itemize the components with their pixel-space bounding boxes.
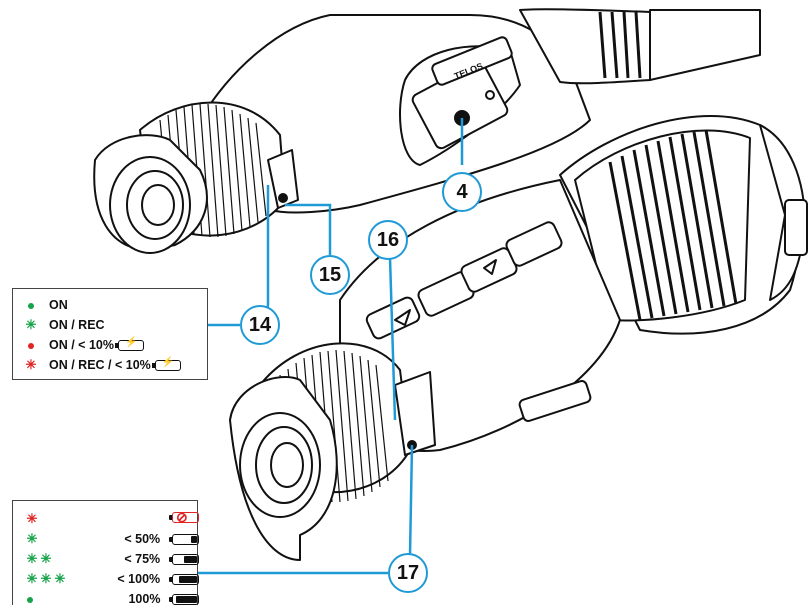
battery-row: ✳ < 50% [13,529,199,549]
battery-row: ✳✳✳ < 100% [13,569,199,589]
battery-row: 100% [13,589,199,609]
green-flash-icon: ✳ [54,571,66,586]
status-row: ✳ ON / REC / < 10% ⚡ [13,355,181,375]
green-flash-icon: ✳ [26,551,38,566]
callout-14: 14 [240,305,280,345]
status-label: ON / REC [49,318,105,332]
callout-4: 4 [442,172,482,212]
battery-label: 100% [128,592,161,606]
green-dot-icon [28,303,34,309]
status-label: ON / REC / < 10% [49,358,151,372]
battery-legend: ✳ ⊘ ✳ < 50% ✳✳ < 75% ✳✳✳ < 100% 100% [12,500,199,606]
upper-device: TELOS [93,8,761,254]
status-legend: ON ✳ ON / REC ON / < 10% ⚡ ✳ ON / REC / … [12,288,208,380]
status-row: ON / < 10% ⚡ [13,335,144,355]
battery-empty-crossed-icon: ⊘ [169,509,199,526]
green-flash-icon: ✳ [25,317,37,332]
green-dot-icon [27,597,33,603]
battery-label: < 50% [124,532,161,546]
battery-row: ✳ ⊘ [13,509,199,529]
battery-charging-icon: ⚡ [114,337,144,351]
red-flash-icon: ✳ [25,357,37,372]
green-flash-icon: ✳ [26,571,38,586]
battery-row: ✳✳ < 75% [13,549,199,569]
status-label: ON / < 10% [49,338,114,352]
red-flash-icon: ✳ [26,511,38,526]
status-row: ✳ ON / REC [13,315,105,335]
battery-charging-icon: ⚡ [151,357,181,371]
status-label: ON [49,298,68,312]
green-flash-icon: ✳ [40,571,52,586]
battery-icon [169,533,199,545]
red-dot-icon [28,343,34,349]
battery-label: < 75% [124,552,161,566]
status-row: ON [13,295,68,315]
callout-16: 16 [368,220,408,260]
lower-device [229,114,808,561]
battery-icon [169,573,199,585]
battery-icon [169,553,199,565]
green-flash-icon: ✳ [40,551,52,566]
callout-17: 17 [388,553,428,593]
battery-label: < 100% [117,572,161,586]
battery-icon [169,593,199,605]
green-flash-icon: ✳ [26,531,38,546]
callout-15: 15 [310,255,350,295]
